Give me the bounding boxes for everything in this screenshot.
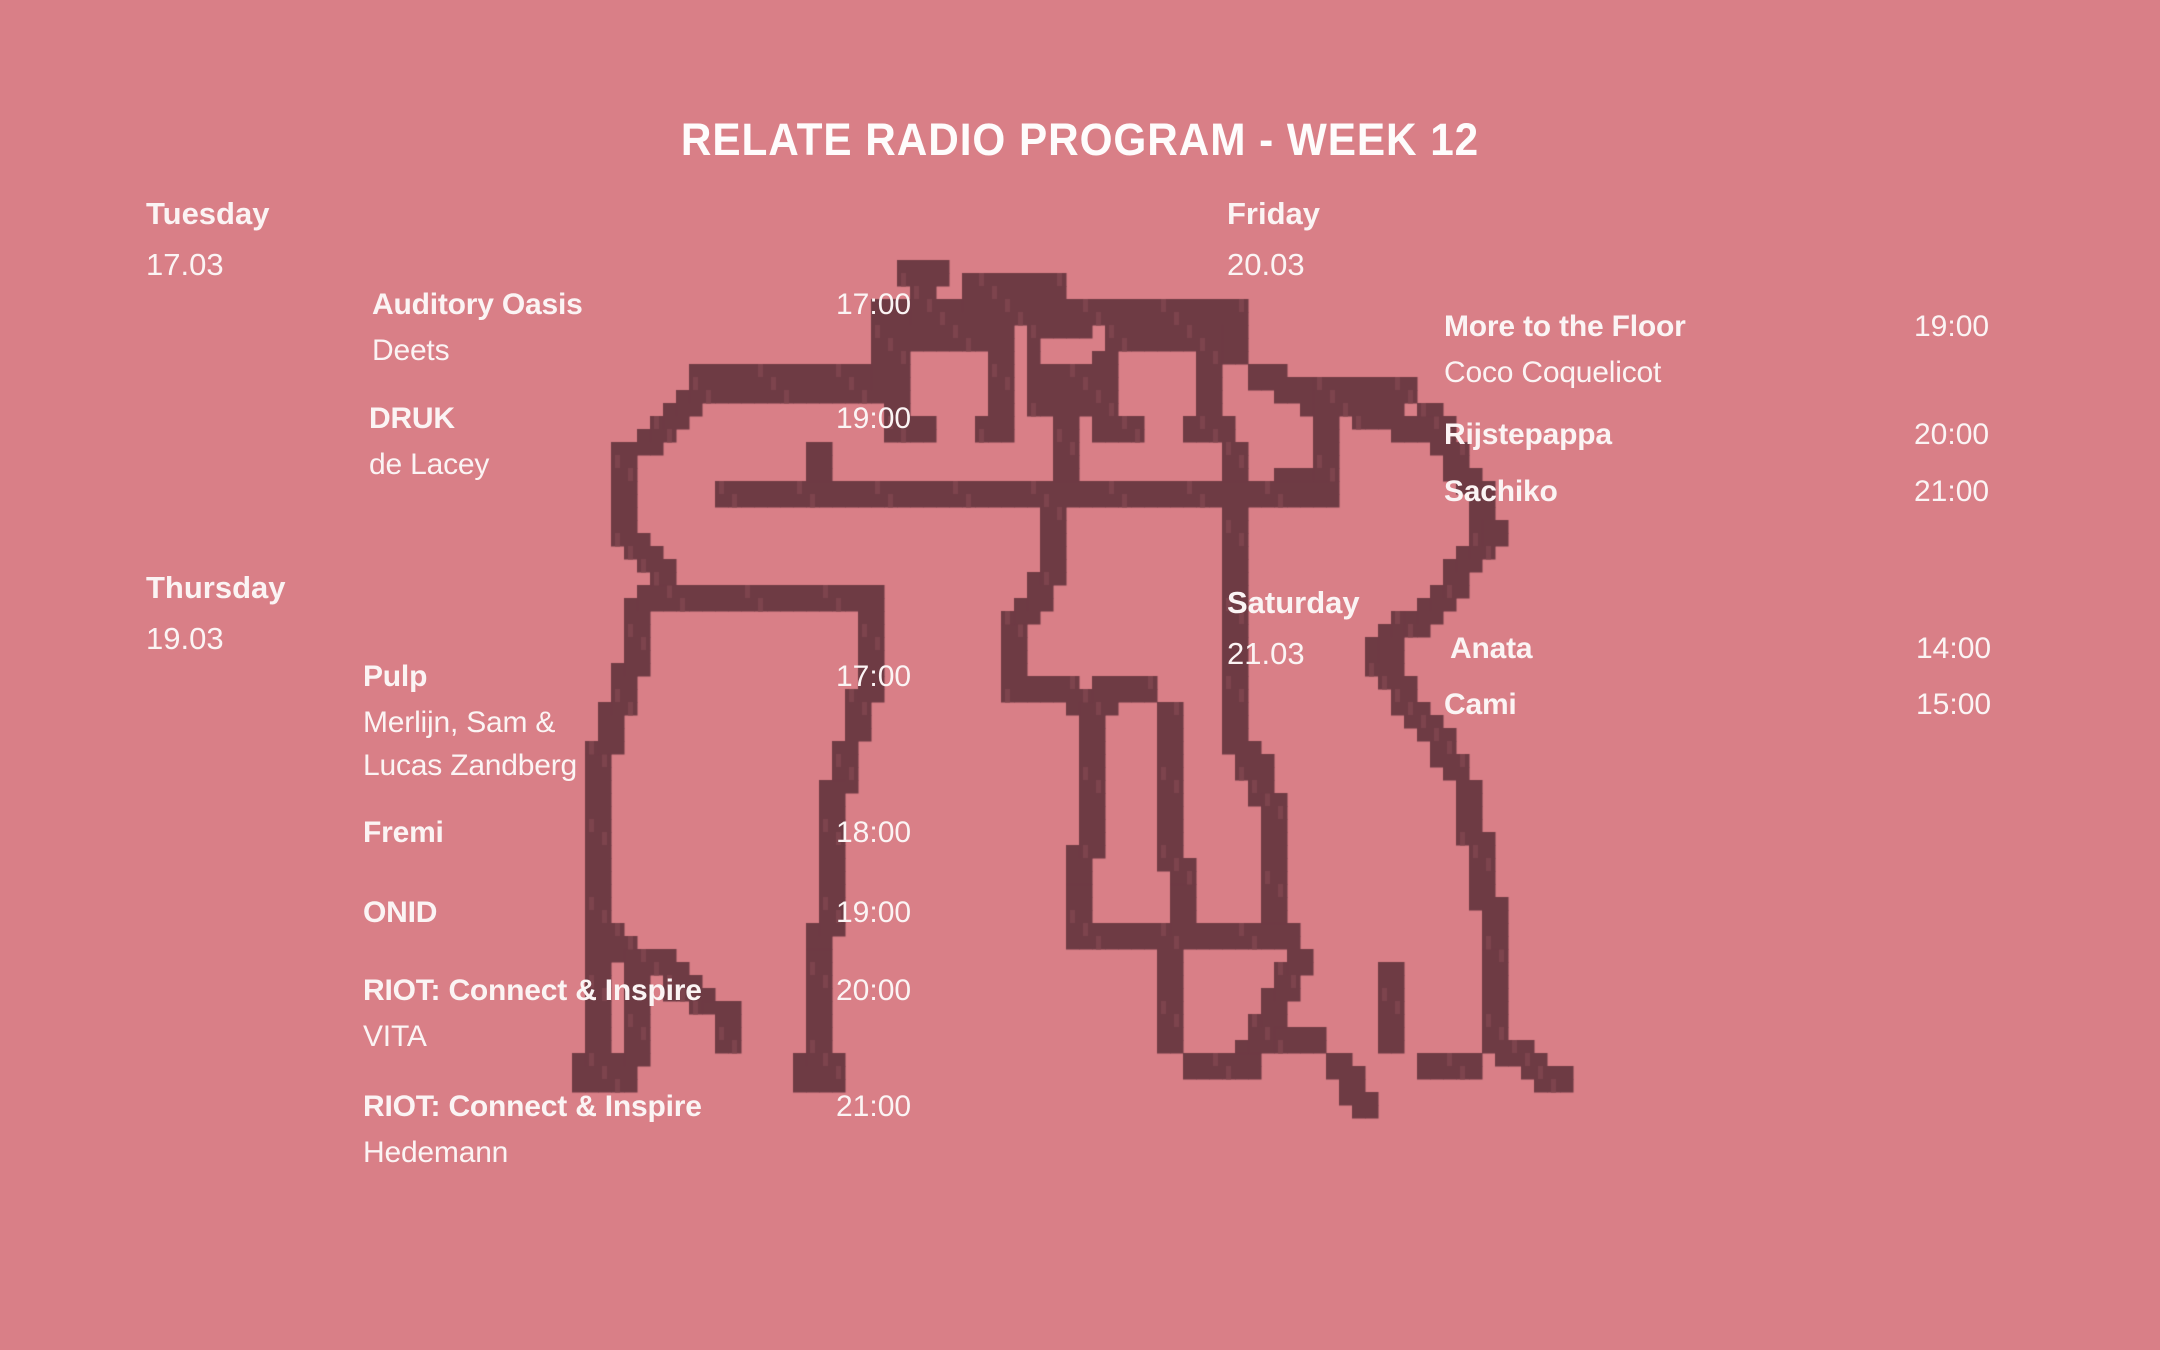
event-name-tuesday-0: Auditory Oasis: [372, 288, 583, 321]
event-artist-thursday-3: VITA: [363, 1020, 427, 1053]
event-name-thursday-2: ONID: [363, 896, 438, 929]
day-date-tuesday: 17.03: [146, 247, 224, 282]
event-time-thursday-2: 19:00: [836, 896, 912, 929]
event-time-thursday-1: 18:00: [836, 816, 912, 849]
event-time-friday-0: 19:00: [1914, 310, 1990, 343]
event-time-friday-1: 20:00: [1914, 418, 1990, 451]
event-artist-thursday-0: Lucas Zandberg: [363, 749, 578, 782]
event-artist-thursday-4: Hedemann: [363, 1136, 509, 1169]
day-date-friday: 20.03: [1227, 247, 1305, 282]
day-date-saturday: 21.03: [1227, 636, 1305, 671]
event-name-friday-0: More to the Floor: [1444, 310, 1686, 343]
event-time-thursday-3: 20:00: [836, 974, 912, 1007]
event-name-thursday-3: RIOT: Connect & Inspire: [363, 974, 702, 1007]
event-time-friday-2: 21:00: [1914, 475, 1990, 508]
day-date-thursday: 19.03: [146, 621, 224, 656]
event-name-thursday-1: Fremi: [363, 816, 444, 849]
event-name-tuesday-1: DRUK: [369, 402, 455, 435]
event-time-tuesday-1: 19:00: [836, 402, 912, 435]
event-artist-thursday-0: Merlijn, Sam &: [363, 706, 556, 739]
event-name-saturday-0: Anata: [1450, 632, 1533, 665]
day-label-saturday: Saturday: [1227, 585, 1360, 620]
day-label-tuesday: Tuesday: [146, 196, 270, 231]
event-time-saturday-0: 14:00: [1916, 632, 1992, 665]
page-title: RELATE RADIO PROGRAM - WEEK 12: [680, 114, 1480, 166]
event-name-friday-2: Sachiko: [1444, 475, 1558, 508]
event-artist-tuesday-1: de Lacey: [369, 448, 490, 481]
event-time-thursday-4: 21:00: [836, 1090, 912, 1123]
day-label-thursday: Thursday: [146, 570, 286, 605]
event-time-tuesday-0: 17:00: [836, 288, 912, 321]
event-name-thursday-0: Pulp: [363, 660, 428, 693]
event-time-thursday-0: 17:00: [836, 660, 912, 693]
event-time-saturday-1: 15:00: [1916, 688, 1992, 721]
event-artist-tuesday-0: Deets: [372, 334, 450, 367]
event-name-thursday-4: RIOT: Connect & Inspire: [363, 1090, 702, 1123]
event-name-saturday-1: Cami: [1444, 688, 1517, 721]
event-artist-friday-0: Coco Coquelicot: [1444, 356, 1662, 389]
event-name-friday-1: Rijstepappa: [1444, 418, 1612, 451]
day-label-friday: Friday: [1227, 196, 1321, 231]
